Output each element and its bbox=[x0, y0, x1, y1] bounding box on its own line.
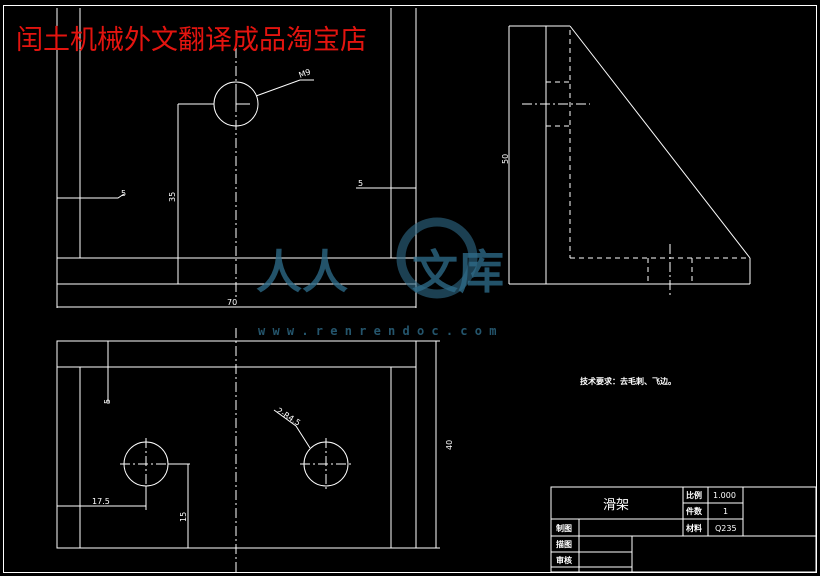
dim-right-margin: 5 bbox=[358, 179, 363, 188]
title-block bbox=[550, 486, 817, 573]
dim-top-view-height: 40 bbox=[445, 440, 454, 450]
top-view bbox=[56, 328, 440, 572]
dim-hole-offset-y: 15 bbox=[179, 512, 188, 522]
renrendoc-url-watermark: w w w . r e n r e n d o c . c o m bbox=[258, 324, 496, 338]
dim-hole-height: 35 bbox=[168, 192, 177, 202]
technical-requirements-note: 技术要求：去毛刺、飞边。 bbox=[580, 376, 676, 386]
material-value: Q235 bbox=[715, 524, 737, 533]
side-view bbox=[508, 25, 751, 298]
part-name: 滑架 bbox=[603, 498, 629, 513]
drawn-by-label: 制图 bbox=[556, 523, 572, 533]
scale-label: 比例 bbox=[686, 490, 702, 500]
dim-thread-m9: M9 bbox=[298, 67, 312, 80]
dim-side-height: 50 bbox=[501, 154, 510, 164]
dim-overall-width: 70 bbox=[227, 298, 237, 307]
dim-hole-offset-x: 17.5 bbox=[92, 497, 110, 506]
dim-left-margin: 5 bbox=[121, 189, 126, 198]
checked-by-label: 审核 bbox=[556, 555, 572, 565]
traced-by-label: 描图 bbox=[556, 539, 572, 549]
logo-right-text: 文库 bbox=[412, 245, 504, 299]
front-view bbox=[56, 8, 417, 308]
drawing-frame bbox=[3, 5, 817, 573]
quantity-label: 件数 bbox=[686, 506, 703, 516]
shop-title-watermark: 闰土机械外文翻译成品淘宝店 bbox=[16, 25, 367, 56]
dim-hole-radius: 2-R4.5 bbox=[275, 406, 302, 428]
scale-value: 1.000 bbox=[713, 491, 736, 500]
logo-left-text: 人人 bbox=[256, 245, 348, 299]
material-label: 材料 bbox=[686, 523, 702, 533]
quantity-value: 1 bbox=[723, 507, 728, 516]
renrendoc-logo-watermark: 人人 文库 bbox=[256, 217, 504, 299]
dim-top-margin: 5 bbox=[103, 399, 112, 404]
